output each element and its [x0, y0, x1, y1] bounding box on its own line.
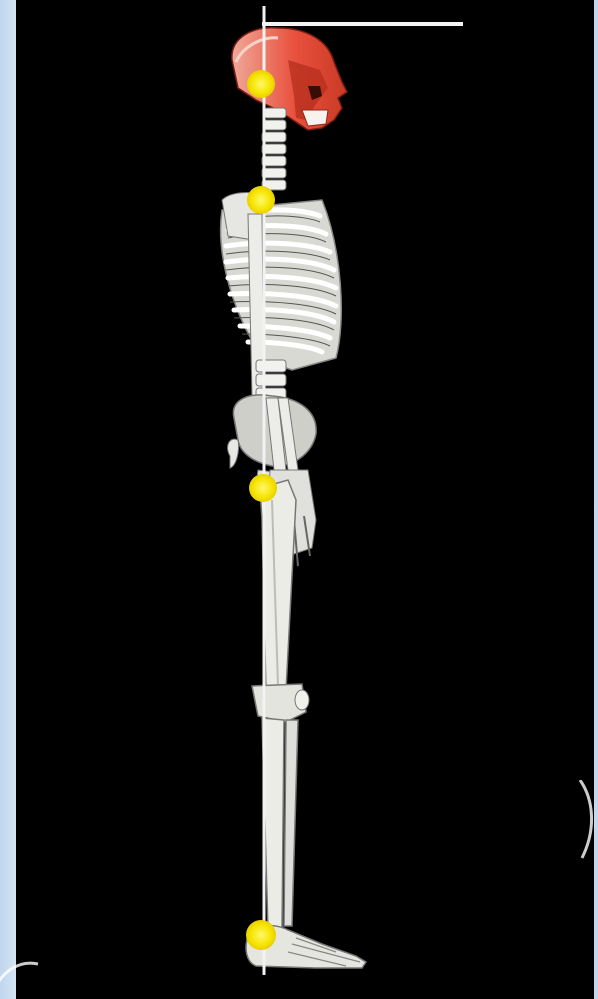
image-frame	[16, 0, 594, 999]
lower-leg	[262, 718, 298, 930]
skeleton-illustration	[16, 0, 594, 999]
marker-ankle	[246, 920, 276, 950]
knee	[252, 684, 309, 722]
cervical-spine	[262, 108, 286, 190]
marker-shoulder	[247, 186, 275, 214]
marker-ear	[247, 70, 275, 98]
marker-hip	[249, 474, 277, 502]
